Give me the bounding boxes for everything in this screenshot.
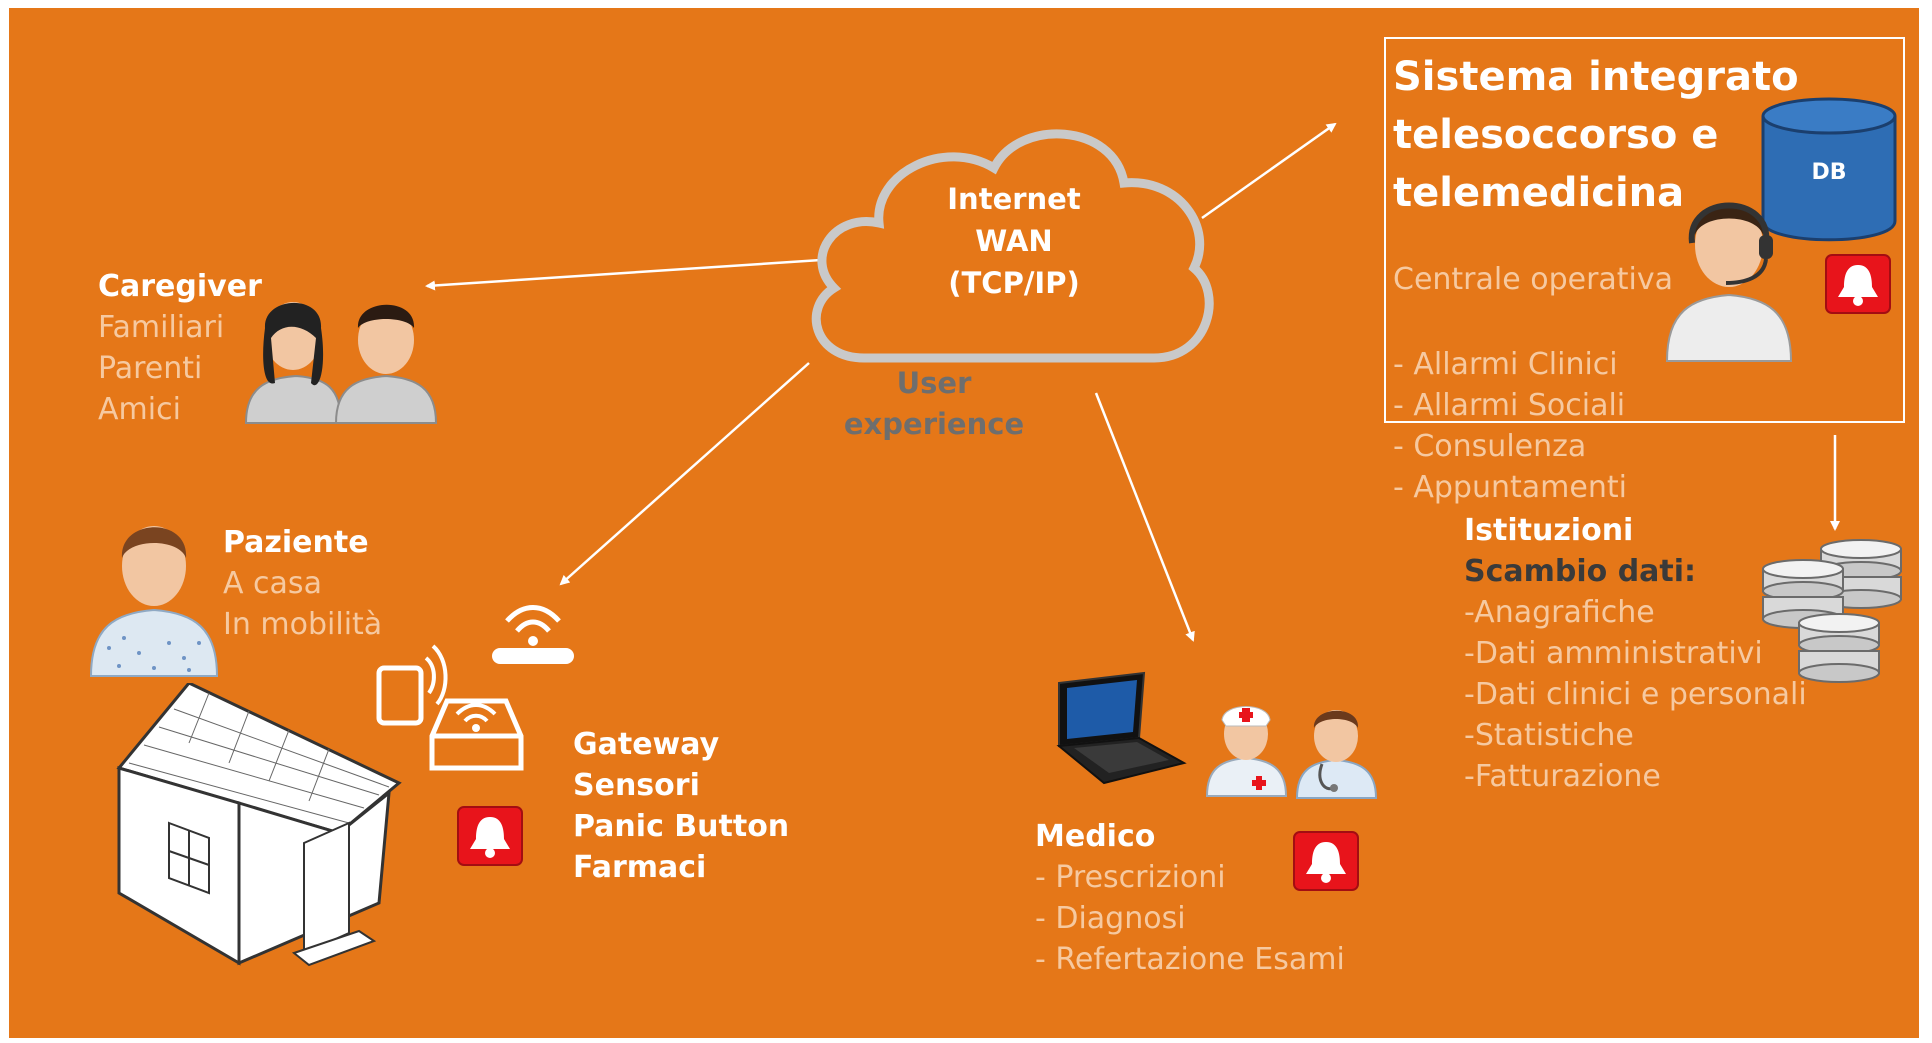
user-experience-label: User experience: [843, 366, 1025, 441]
caregiver-title: Caregiver: [98, 269, 262, 304]
sistema-box: [1384, 37, 1905, 423]
medico-item: - Refertazione Esami: [1035, 942, 1345, 977]
patient-block: Paziente A casa In mobilità: [223, 522, 382, 645]
patient-title: Paziente: [223, 525, 369, 560]
gateway-item: Farmaci: [573, 850, 707, 885]
cloud-label: Internet WAN (TCP/IP): [947, 182, 1081, 300]
istituzioni-subtitle: Scambio dati:: [1464, 554, 1697, 589]
alarm-bell-icon: [1293, 831, 1359, 891]
istituzioni-block: Istituzioni Scambio dati: -Anagrafiche -…: [1464, 510, 1807, 797]
istituzioni-item: -Fatturazione: [1464, 759, 1661, 794]
istituzioni-item: -Dati clinici e personali: [1464, 677, 1807, 712]
arrow-to-medico: [1094, 392, 1195, 642]
tablet-icon: [376, 644, 448, 726]
router-icon: [492, 605, 574, 664]
caregiver-people-icon: [244, 302, 438, 424]
medico-block: Medico - Prescrizioni - Diagnosi - Refer…: [1035, 816, 1345, 980]
patient-item: A casa: [223, 566, 322, 601]
medico-title: Medico: [1035, 819, 1156, 854]
arrow-to-caregiver: [425, 258, 822, 291]
doctor-icon: [1295, 710, 1378, 799]
caregiver-block: Caregiver Familiari Parenti Amici: [98, 266, 262, 430]
sistema-title: Sistema integrato telesoccorso e telemed…: [1393, 54, 1799, 216]
servers-icon: [1762, 539, 1902, 683]
gateway-box-icon: [429, 698, 524, 771]
alarm-bell-icon: [457, 806, 523, 866]
db-label: DB: [1811, 160, 1847, 185]
sistema-list: - Allarmi Clinici - Allarmi Sociali - Co…: [1393, 344, 1627, 508]
caregiver-item: Familiari: [98, 310, 225, 345]
sistema-item: - Appuntamenti: [1393, 470, 1627, 505]
diagram-canvas: Internet WAN (TCP/IP) User experience Ca…: [9, 8, 1919, 1038]
nurse-icon: [1205, 706, 1288, 797]
connectors: [425, 122, 1840, 642]
patient-item: In mobilità: [223, 607, 383, 642]
arrow-to-home: [559, 362, 810, 586]
sistema-item: - Consulenza: [1393, 429, 1587, 464]
caregiver-item: Amici: [98, 392, 181, 427]
house-icon: [116, 683, 402, 967]
caregiver-item: Parenti: [98, 351, 203, 386]
istituzioni-item: -Statistiche: [1464, 718, 1634, 753]
medico-item: - Prescrizioni: [1035, 860, 1226, 895]
arrow-to-sistema: [1201, 122, 1337, 220]
istituzioni-item: -Dati amministrativi: [1464, 636, 1763, 671]
laptop-icon: [1056, 671, 1187, 785]
gateway-item: Sensori: [573, 768, 700, 803]
medico-item: - Diagnosi: [1035, 901, 1186, 936]
database-icon: [1761, 97, 1897, 242]
gateway-item: Panic Button: [573, 809, 790, 844]
operator-headset-icon: [1665, 202, 1793, 362]
sistema-subtitle: Centrale operativa: [1393, 262, 1674, 297]
gateway-block: Gateway Sensori Panic Button Farmaci: [573, 724, 789, 888]
gateway-item: Gateway: [573, 727, 720, 762]
patient-icon: [89, 526, 219, 677]
sistema-item: - Allarmi Clinici: [1393, 347, 1618, 382]
istituzioni-item: -Anagrafiche: [1464, 595, 1655, 630]
istituzioni-title: Istituzioni: [1464, 513, 1634, 548]
sistema-item: - Allarmi Sociali: [1393, 388, 1626, 423]
cloud-icon: [811, 129, 1214, 363]
alarm-bell-icon: [1825, 254, 1891, 314]
